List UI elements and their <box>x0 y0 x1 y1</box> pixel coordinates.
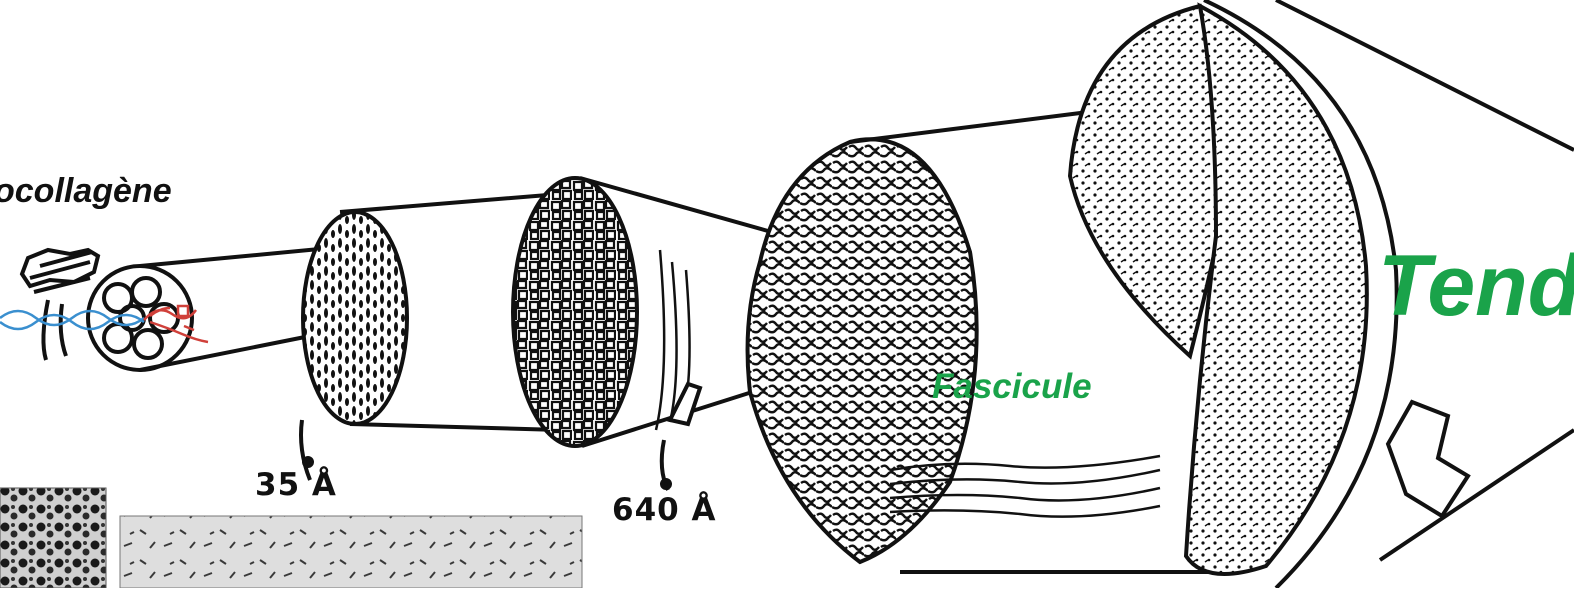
tropocollagen-label: ocollagène <box>0 174 172 208</box>
dimension-640-label: 640 Å <box>612 495 717 526</box>
dimension-35-label: 35 Å <box>255 470 337 501</box>
tendon-label: Tend <box>1378 243 1574 329</box>
micrograph-fibrils <box>120 516 582 588</box>
micrograph-cross-section <box>0 488 106 588</box>
fascicle-label: Fascicule <box>932 369 1092 404</box>
tropocollagen-unit <box>22 248 330 370</box>
